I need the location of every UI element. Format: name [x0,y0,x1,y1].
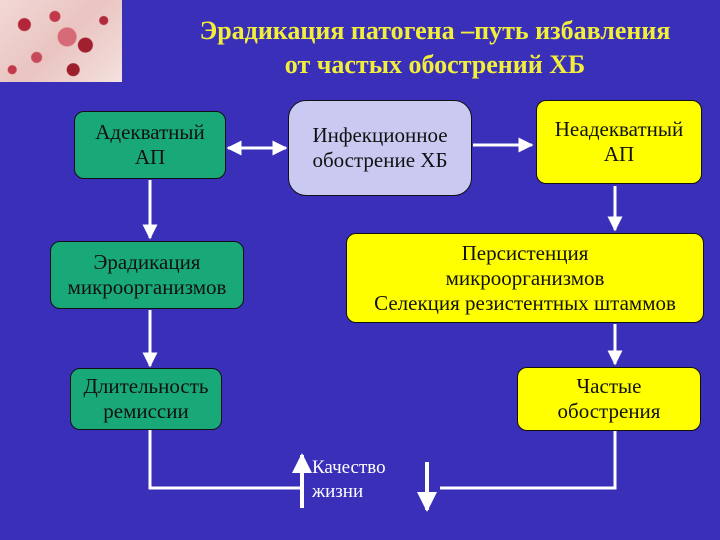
line-exacerbations-quality [440,430,617,490]
box-infectious-exacerbation-label: Инфекционное обострение ХБ [312,123,448,172]
box-inadequate-ap: Неадекватный АП [536,100,702,184]
line-remission-quality [148,430,300,490]
box-remission-label: Длительность ремиссии [83,374,209,423]
microscopy-image [0,0,122,82]
box-frequent-exacerbations: Частые обострения [517,367,701,431]
box-infectious-exacerbation: Инфекционное обострение ХБ [288,100,472,196]
box-adequate-ap: Адекватный АП [74,111,226,179]
slide-title: Эрадикация патогена –путь избавления от … [150,14,720,82]
box-persistence-label: Персистенция микроорганизмов Селекция ре… [374,240,676,315]
quality-of-life-label: Качество жизни [312,457,386,502]
box-eradication-label: Эрадикация микроорганизмов [67,250,227,299]
box-adequate-ap-label: Адекватный АП [95,120,205,169]
box-inadequate-ap-label: Неадекватный АП [554,117,684,166]
box-persistence: Персистенция микроорганизмов Селекция ре… [346,233,704,323]
title-line-1: Эрадикация патогена –путь избавления [199,16,671,45]
box-frequent-exacerbations-label: Частые обострения [557,374,661,423]
title-line-2: от частых обострений ХБ [284,50,586,79]
box-remission: Длительность ремиссии [70,368,222,430]
box-eradication: Эрадикация микроорганизмов [50,241,244,309]
